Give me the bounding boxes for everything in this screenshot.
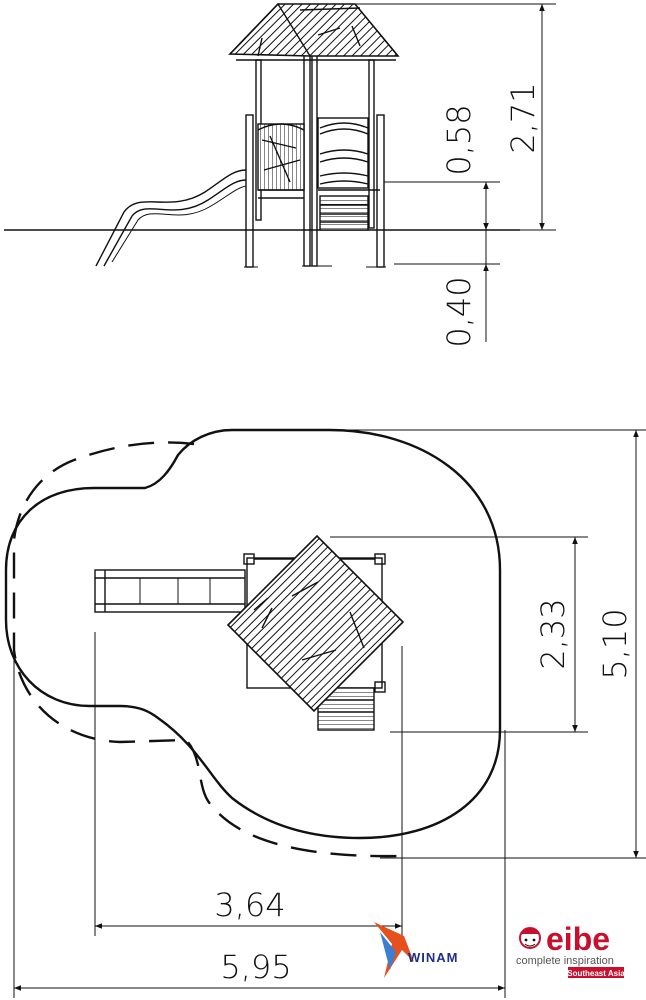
dimension-deck-height: 0,58 <box>440 104 478 175</box>
winam-logo: WINAM <box>374 922 459 978</box>
stairs-elevation <box>319 195 369 231</box>
safety-zone-solid <box>4 428 502 840</box>
roof-plan <box>226 534 405 713</box>
winam-wave-icon <box>380 932 396 970</box>
slide-plan <box>94 569 246 613</box>
dimension-tower-depth: 2,33 <box>534 598 572 669</box>
elevation-view: 2,71 0,58 0,40 <box>4 2 556 348</box>
dimension-foundation-depth: 0,40 <box>440 276 478 347</box>
dimension-safety-depth: 5,10 <box>596 608 634 679</box>
elevation-dimension-lines <box>330 3 556 342</box>
right-wall-panel <box>317 117 380 191</box>
roof-elevation <box>228 2 400 61</box>
dimension-safety-width: 5,95 <box>220 948 291 986</box>
eibe-mascot-icon <box>519 927 541 949</box>
winam-wordmark: WINAM <box>408 950 459 965</box>
eibe-tagline: complete inspiration <box>516 955 614 967</box>
plan-dimension-lines <box>13 429 646 998</box>
left-wall-panel <box>257 123 305 199</box>
eibe-logo: eibe complete inspiration Southeast Asia <box>516 921 625 978</box>
plan-view: 2,33 5,10 3,64 5,95 <box>4 428 646 998</box>
slide-elevation <box>95 169 247 267</box>
eibe-wordmark: eibe <box>546 921 610 957</box>
safety-zone-dashed <box>12 441 401 858</box>
dimension-inner-width: 3,64 <box>214 886 285 924</box>
eibe-region-label: Southeast Asia <box>567 969 625 978</box>
eibe-region-badge <box>568 967 624 978</box>
dimension-total-height: 2,71 <box>504 82 542 153</box>
